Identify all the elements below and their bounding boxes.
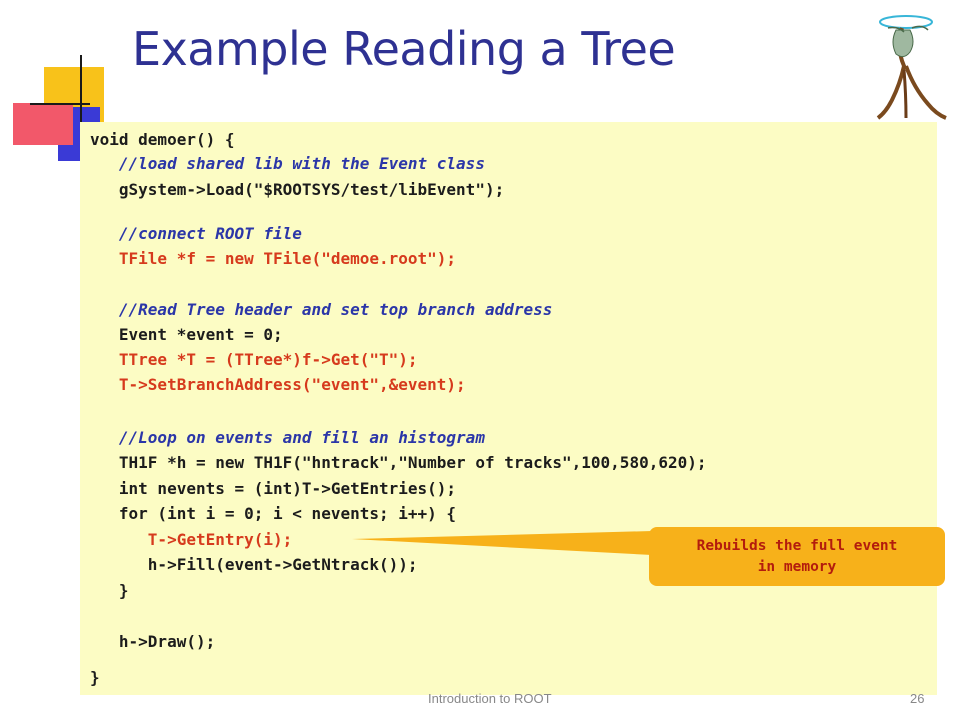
root-tree-logo [876, 15, 947, 120]
code-line: void demoer() { [90, 130, 235, 149]
code-line: T->GetEntry(i); [90, 530, 293, 549]
code-line: } [90, 668, 100, 687]
callout-box: Rebuilds the full event in memory [649, 527, 945, 586]
code-panel: void demoer() { //load shared lib with t… [80, 122, 937, 695]
decor-vertical-line [80, 55, 82, 165]
code-line: //load shared lib with the Event class [90, 154, 485, 173]
code-line: //Read Tree header and set top branch ad… [90, 300, 553, 319]
code-line: TFile *f = new TFile("demoe.root"); [90, 249, 457, 268]
code-line: h->Fill(event->GetNtrack()); [90, 555, 418, 574]
decor-horizontal-line [30, 103, 90, 105]
code-line: Event *event = 0; [90, 325, 283, 344]
code-line: T->SetBranchAddress("event",&event); [90, 375, 466, 394]
code-line: TH1F *h = new TH1F("hntrack","Number of … [90, 453, 707, 472]
code-line: //connect ROOT file [90, 224, 302, 243]
code-line: //Loop on events and fill an histogram [90, 428, 485, 447]
callout-pointer [352, 531, 652, 555]
code-line: gSystem->Load("$ROOTSYS/test/libEvent"); [90, 180, 505, 199]
callout-text: Rebuilds the full event in memory [696, 538, 898, 575]
code-line: h->Draw(); [90, 632, 216, 651]
page-number: 26 [910, 691, 925, 706]
decor-red-square [13, 103, 73, 145]
slide-title: Example Reading a Tree [132, 22, 676, 76]
code-line: TTree *T = (TTree*)f->Get("T"); [90, 350, 418, 369]
code-line: for (int i = 0; i < nevents; i++) { [90, 504, 457, 523]
code-line: } [90, 581, 129, 600]
slide-footer: Introduction to ROOT [428, 691, 552, 706]
code-line: int nevents = (int)T->GetEntries(); [90, 479, 457, 498]
